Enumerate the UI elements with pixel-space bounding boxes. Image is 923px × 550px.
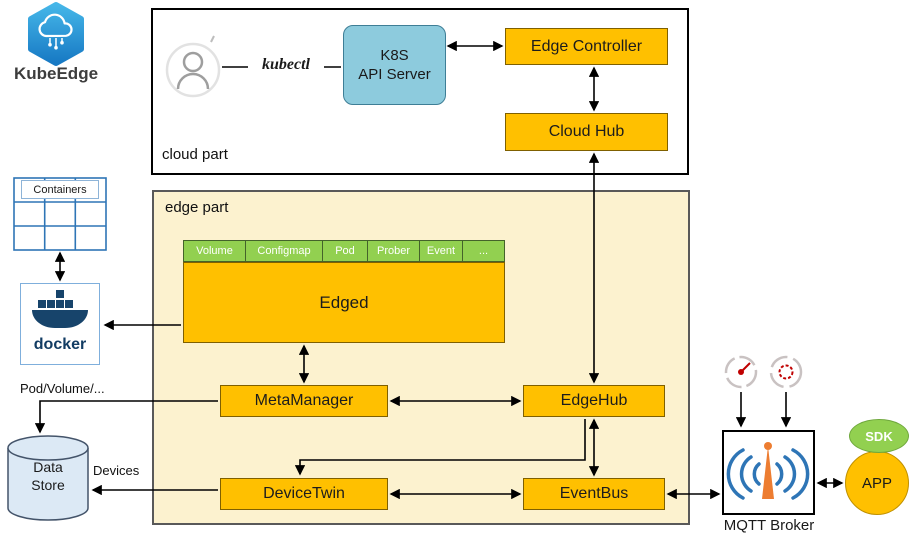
k8s-api-server-box: K8S API Server	[343, 25, 446, 105]
sensor-gear-icon	[769, 355, 803, 389]
edged-tabs-row: Volume Configmap Pod Prober Event ...	[183, 240, 505, 262]
cloud-part-label: cloud part	[162, 146, 228, 163]
edged-box: Edged	[183, 262, 505, 343]
k8s-api-server-line2: API Server	[358, 66, 431, 83]
kubectl-label: kubectl	[248, 56, 324, 74]
device-twin-label: DeviceTwin	[263, 485, 345, 502]
data-store-label: Data Store	[31, 459, 65, 494]
edge-part-label: edge part	[165, 199, 229, 216]
pod-volume-label: Pod/Volume/...	[20, 381, 105, 396]
cloud-hub-label: Cloud Hub	[548, 123, 625, 140]
mqtt-broker-box	[722, 430, 815, 515]
edged-tab: Prober	[367, 240, 419, 262]
meta-manager-box: MetaManager	[220, 385, 388, 417]
edged-tab: Volume	[183, 240, 245, 262]
event-bus-label: EventBus	[559, 485, 629, 502]
containers-label-text: Containers	[33, 183, 87, 196]
edge-hub-box: EdgeHub	[523, 385, 665, 417]
app-label: APP	[861, 474, 892, 492]
device-twin-box: DeviceTwin	[220, 478, 388, 510]
cloud-hub-box: Cloud Hub	[505, 113, 668, 151]
edged-tab: ...	[462, 240, 505, 262]
kubeedge-logo-icon	[28, 2, 84, 66]
kubeedge-brand-label: KubeEdge	[13, 64, 99, 83]
edged-tab: Configmap	[245, 240, 322, 262]
sensor-gauge-icon	[724, 355, 758, 389]
docker-wordmark: docker	[33, 336, 87, 353]
k8s-api-server-line1: K8S	[380, 46, 409, 64]
sdk-label: SDK	[865, 428, 893, 444]
edge-controller-label: Edge Controller	[530, 37, 643, 55]
edged-tab: Pod	[322, 240, 367, 262]
containers-label: Containers	[21, 180, 99, 199]
edge-controller-box: Edge Controller	[505, 28, 668, 65]
edge-hub-label: EdgeHub	[560, 392, 628, 409]
app-badge: APP	[845, 451, 909, 515]
event-bus-box: EventBus	[523, 478, 665, 510]
edged-tab: Event	[419, 240, 462, 262]
meta-manager-label: MetaManager	[254, 392, 354, 409]
devices-label: Devices	[93, 463, 140, 478]
mqtt-broker-label: MQTT Broker	[723, 517, 815, 534]
sdk-badge: SDK	[849, 419, 909, 453]
edged-label: Edged	[319, 292, 369, 312]
